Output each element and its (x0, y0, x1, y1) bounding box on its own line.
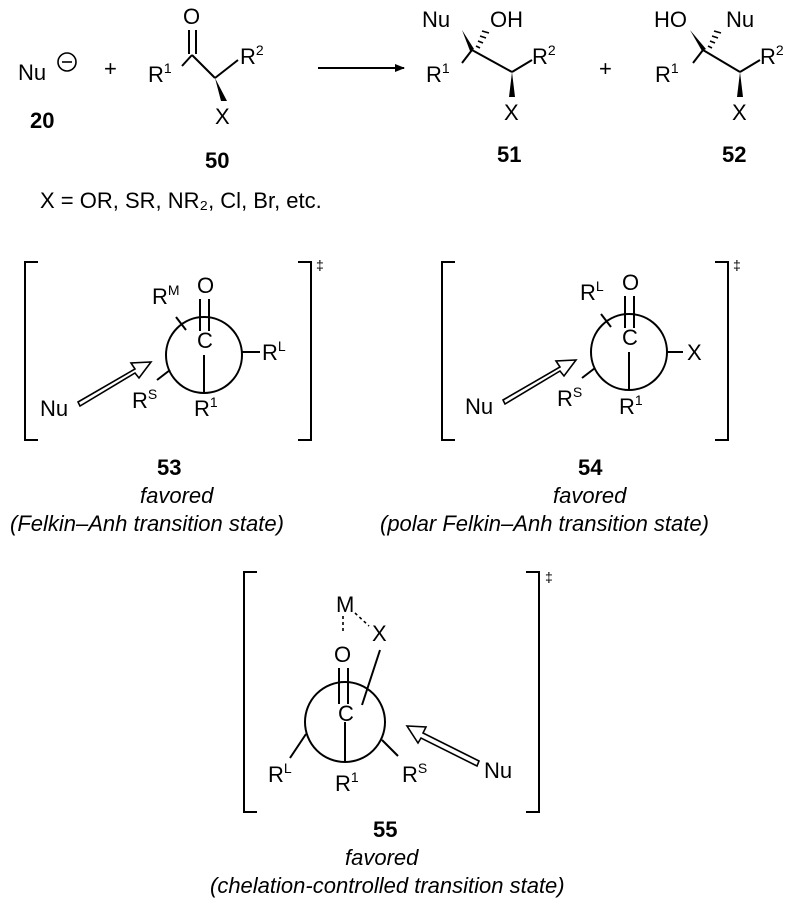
carbonyl-oxygen: O (334, 642, 351, 667)
carbon-label: C (197, 328, 213, 353)
chelate-bond (354, 612, 370, 627)
x-substituent: X (504, 100, 519, 125)
r1-group: R1 (335, 769, 359, 796)
oh-label: OH (490, 7, 523, 32)
carbonyl-oxygen: O (622, 270, 639, 295)
right-bracket (526, 571, 540, 813)
left-bracket (243, 571, 257, 813)
wedge-bond (462, 30, 474, 51)
open-arrow-icon (405, 725, 481, 768)
transition-state-54: ‡ C O RL X RS R1 Nu 54 favored (polar Fe… (380, 257, 741, 536)
nu-label: Nu (465, 394, 493, 419)
rs-group: RS (132, 386, 157, 413)
rl-group: RL (268, 760, 292, 787)
open-arrow-icon (501, 359, 578, 406)
compound-number-53: 53 (157, 455, 181, 480)
r2-group: R2 (240, 42, 264, 69)
nu-label: Nu (726, 7, 754, 32)
left-bracket (24, 261, 38, 441)
left-bracket (441, 261, 455, 441)
transition-state-53: ‡ C O RM RL RS R1 Nu 53 favored (Felkin–… (10, 257, 324, 536)
compound-number-50: 50 (205, 148, 229, 173)
double-dagger: ‡ (316, 257, 324, 273)
double-dagger: ‡ (733, 257, 741, 273)
r1-group: R1 (619, 392, 643, 419)
compound-50: O R1 R2 X 50 (148, 4, 264, 173)
ts-name: (chelation-controlled transition state) (210, 873, 565, 898)
compound-52: HO Nu R1 R2 X 52 (654, 7, 784, 167)
x-substituent: X (215, 104, 230, 129)
double-dagger: ‡ (545, 569, 553, 585)
compound-number-54: 54 (578, 455, 603, 480)
newman-circle (165, 316, 243, 394)
ts-name: (Felkin–Anh transition state) (10, 511, 284, 536)
x-substituent: X (372, 621, 387, 646)
open-arrow-icon (76, 361, 153, 408)
x-definition: X = OR, SR, NR₂, Cl, Br, etc. (40, 188, 322, 213)
carbonyl-oxygen: O (183, 4, 200, 29)
wedge-bond (690, 30, 706, 51)
nu-label: Nu (422, 7, 450, 32)
favored-label: favored (345, 845, 419, 870)
right-bracket (298, 261, 312, 441)
rl-group: RL (262, 338, 286, 365)
wedge-bond (215, 78, 227, 101)
nu-label: Nu (18, 60, 46, 85)
right-bracket (715, 261, 729, 441)
x-substituent: X (732, 100, 747, 125)
compound-number-55: 55 (373, 817, 397, 842)
nucleophile-20: Nu 20 (18, 52, 77, 133)
metal-label: M (336, 592, 354, 617)
carbon-label: C (338, 701, 354, 726)
rs-group: RS (557, 384, 582, 411)
negative-charge-icon (57, 52, 77, 72)
compound-number-20: 20 (30, 108, 54, 133)
ho-label: HO (654, 7, 687, 32)
wedge-bond (737, 72, 743, 97)
hash-bond (707, 30, 722, 49)
favored-label: favored (140, 483, 214, 508)
carbonyl-oxygen: O (197, 273, 214, 298)
compound-number-52: 52 (722, 142, 746, 167)
rl-group: RL (580, 278, 604, 305)
compound-number-51: 51 (497, 142, 521, 167)
plus-sign-2: + (599, 56, 612, 81)
r1-group: R1 (194, 394, 218, 421)
carbon-label: C (622, 325, 638, 350)
r1-group: R1 (148, 60, 172, 87)
nu-label: Nu (484, 758, 512, 783)
x-substituent: X (687, 340, 702, 365)
rm-group: RM (152, 282, 180, 309)
hash-bond (475, 30, 490, 49)
compound-51: Nu OH R1 R2 X 51 (422, 7, 556, 167)
nu-label: Nu (40, 396, 68, 421)
r1-group: R1 (655, 60, 679, 87)
r1-group: R1 (426, 60, 450, 87)
ts-name: (polar Felkin–Anh transition state) (380, 511, 709, 536)
r2-group: R2 (760, 42, 784, 69)
rs-group: RS (402, 760, 427, 787)
r2-group: R2 (532, 42, 556, 69)
favored-label: favored (553, 483, 627, 508)
plus-sign-1: + (104, 56, 117, 81)
wedge-bond (509, 72, 515, 97)
transition-state-55: ‡ M X O C RL R1 RS Nu 55 favored (chelat… (210, 569, 565, 898)
